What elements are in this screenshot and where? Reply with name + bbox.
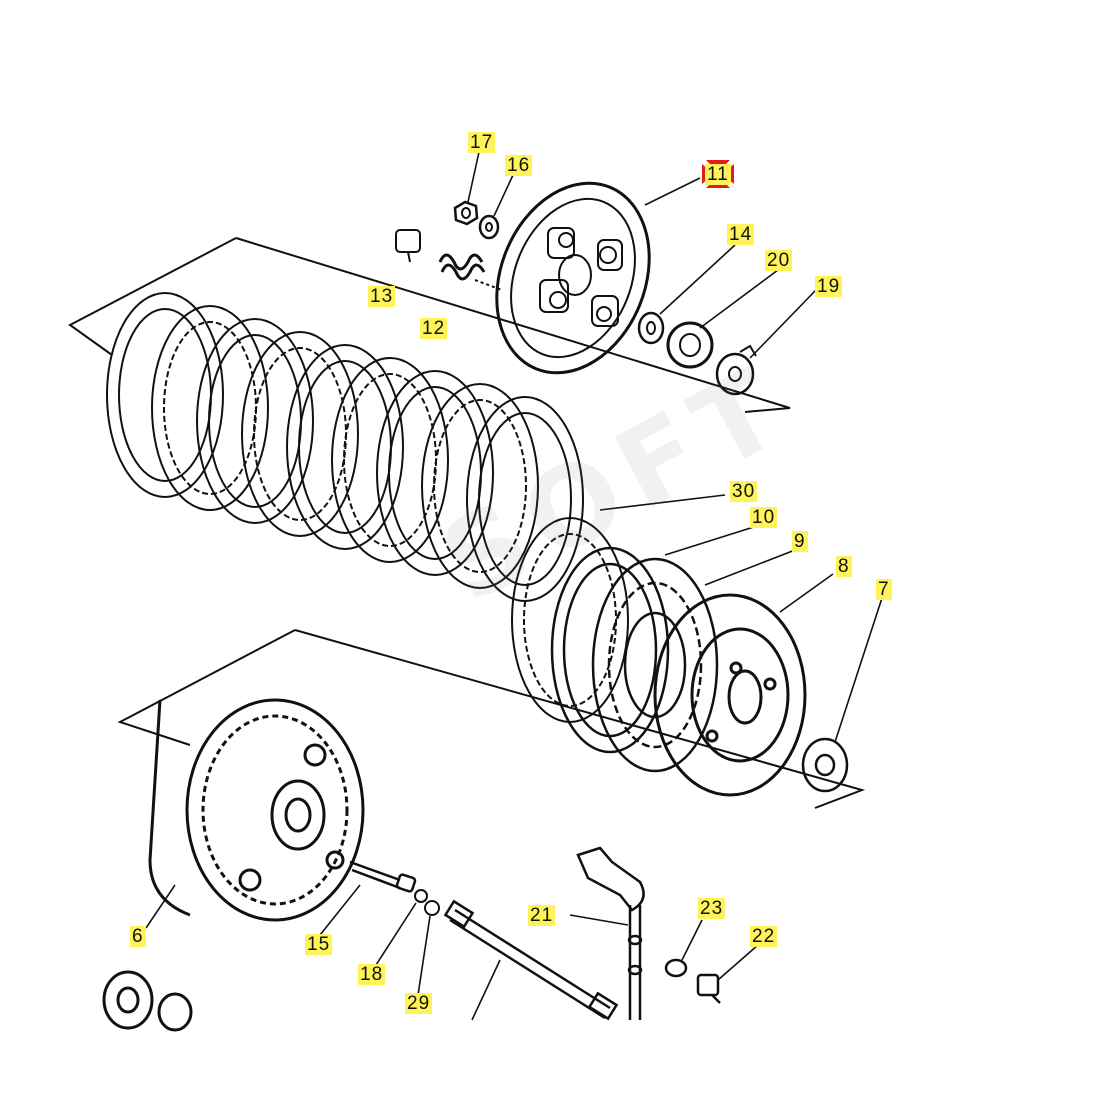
callout-19-text: 19 <box>815 276 843 297</box>
clutch-boss-9 <box>591 557 719 773</box>
callout-20: 20 <box>765 250 793 272</box>
callout-10: 10 <box>750 507 778 529</box>
callout-6: 6 <box>130 926 146 948</box>
group-frame-plates <box>117 629 296 746</box>
callout-30: 30 <box>730 481 758 503</box>
push-rod-long <box>443 899 619 1021</box>
callout-10-text: 10 <box>750 507 778 528</box>
washer-7 <box>801 737 849 793</box>
callout-16-text: 16 <box>505 155 533 176</box>
callout-7: 7 <box>876 579 892 601</box>
lock-washer-19 <box>715 344 757 396</box>
callout-8: 8 <box>836 556 852 578</box>
callout-14: 14 <box>727 224 755 246</box>
callout-13: 13 <box>368 286 396 308</box>
callout-9: 9 <box>792 531 808 553</box>
callout-9-text: 9 <box>792 531 808 552</box>
callout-11: 11 <box>705 164 731 186</box>
bearing-20 <box>666 321 714 369</box>
disk-8 <box>653 593 807 797</box>
ball-18 <box>414 889 428 903</box>
callout-30-text: 30 <box>730 481 758 502</box>
callout-18: 18 <box>358 964 386 986</box>
washer-16 <box>478 214 500 240</box>
callout-21-text: 21 <box>528 905 556 926</box>
callout-8-text: 8 <box>836 556 852 577</box>
group-frame-upper-right <box>235 237 791 413</box>
push-rod-15 <box>349 860 417 893</box>
callout-11-text: 11 <box>705 164 731 185</box>
nut-bottom-left <box>102 970 193 1032</box>
pressure-plate-11 <box>495 181 651 375</box>
push-lever-21 <box>576 846 645 1020</box>
clutch-housing-6 <box>148 698 365 922</box>
callout-18-text: 18 <box>358 964 386 985</box>
callout-16: 16 <box>505 155 533 177</box>
spring-12 <box>438 253 486 281</box>
washer-23 <box>664 958 688 978</box>
callout-29-text: 29 <box>405 993 433 1014</box>
callout-13-text: 13 <box>368 286 396 307</box>
leader-lines <box>145 151 883 1021</box>
bolt-22 <box>696 973 721 1004</box>
callout-20-text: 20 <box>765 250 793 271</box>
callout-15-text: 15 <box>305 934 333 955</box>
ball-29 <box>424 900 440 916</box>
callout-14-text: 14 <box>727 224 755 245</box>
callout-23: 23 <box>698 898 726 920</box>
callout-7-text: 7 <box>876 579 892 600</box>
bolt-13 <box>395 229 421 263</box>
callout-22-text: 22 <box>750 926 778 947</box>
callout-23-text: 23 <box>698 898 726 919</box>
callout-6-text: 6 <box>130 926 146 947</box>
callout-29: 29 <box>405 993 433 1015</box>
callout-12: 12 <box>420 318 448 340</box>
callout-15: 15 <box>305 934 333 956</box>
callout-21: 21 <box>528 905 556 927</box>
group-frame-plates-right <box>294 629 866 809</box>
callout-19: 19 <box>815 276 843 298</box>
callout-12-text: 12 <box>420 318 448 339</box>
group-frame-upper <box>68 237 237 356</box>
callout-17-text: 17 <box>468 132 496 153</box>
nut-17 <box>453 200 479 226</box>
callout-17: 17 <box>468 132 496 154</box>
nut-14 <box>637 311 665 345</box>
callout-22: 22 <box>750 926 778 948</box>
